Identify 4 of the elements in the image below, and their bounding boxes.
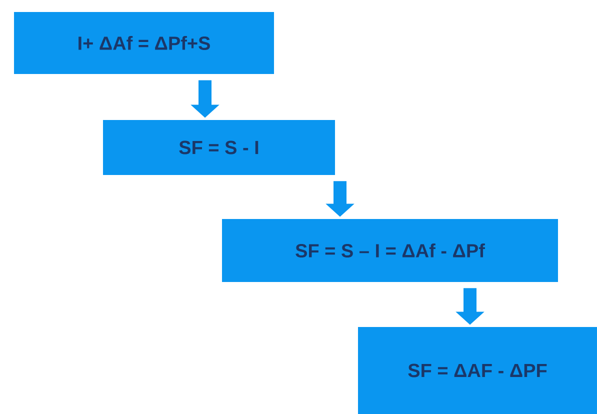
formula-box: SF = ΔAF - ΔPF: [358, 326, 597, 414]
formula-box: I+ ΔAf = ΔPf+S: [14, 12, 274, 74]
formula-box: SF = S – I = ΔAf - ΔPf: [222, 218, 558, 282]
formula-box: SF = S - I: [103, 120, 335, 175]
